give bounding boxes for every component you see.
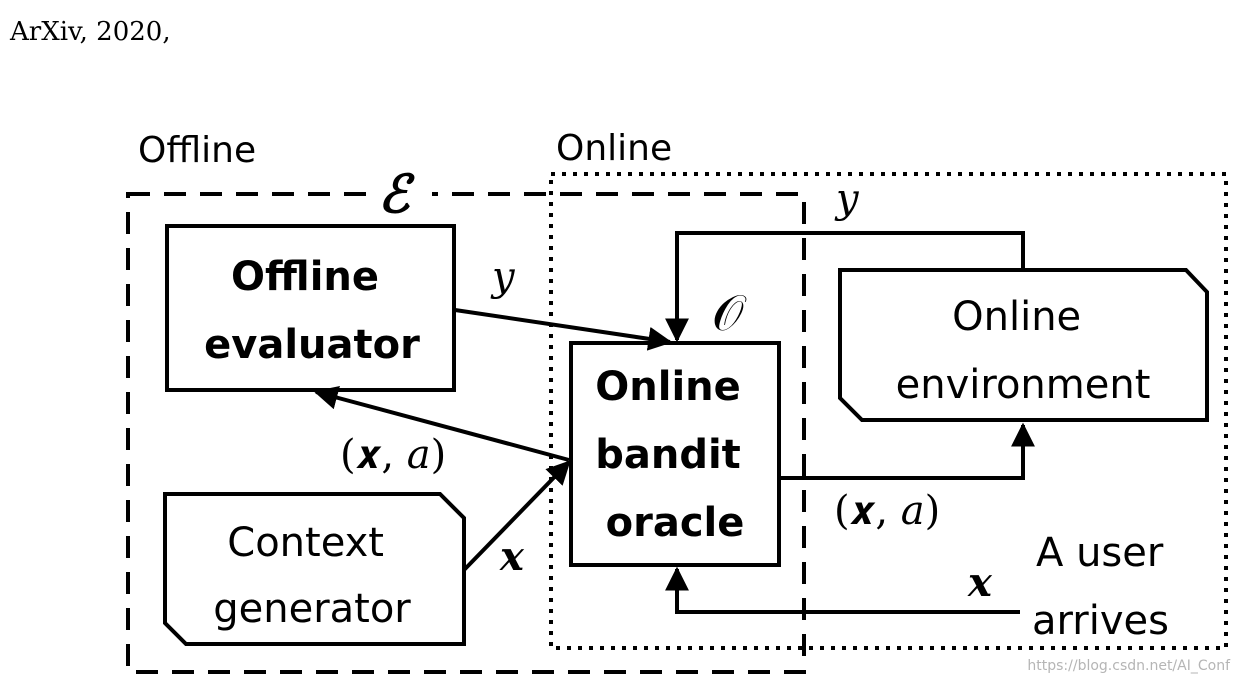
label-x-context: 𝒙 [499,533,525,580]
label-xa-left: (𝒙, 𝑎) [340,432,446,478]
arrow-context-to-oracle [462,460,571,572]
user-arrives-line2: arrives [1032,598,1169,644]
arrow-evaluator-to-oracle [454,308,673,351]
offline-symbol-backdrop [372,172,432,212]
oracle-symbol: 𝒪 [712,284,747,342]
bandit-oracle-line3: oracle [606,500,745,546]
context-generator-line2: generator [213,586,411,632]
bandit-oracle-line1: Online [595,364,741,410]
bandit-oracle-line2: bandit [595,432,741,478]
watermark-text: https://blog.csdn.net/AI_Conf [1027,658,1231,674]
online-region-label: Online [556,128,672,169]
offline-region-label: Offline [138,130,256,171]
context-generator-box: Context generator [163,492,466,646]
svg-text:Context generator: Context generator [213,520,411,632]
offline-region-boundary [126,192,806,674]
svg-text:Online bandit orac: Online bandit oracle [595,364,755,546]
svg-text:Offline evaluator: Offline evaluator [204,254,420,368]
user-arrives-line1: A user [1036,530,1164,576]
arrow-oracle-to-evaluator [313,386,570,462]
label-y-top: 𝑦 [834,176,860,222]
label-x-user: 𝒙 [967,559,993,606]
arrow-oracle-to-environment [780,422,1035,480]
arrow-user-to-oracle [665,566,1020,614]
label-xa-right: (𝒙, 𝑎) [834,488,940,534]
offline-evaluator-box: Offline evaluator [165,224,456,392]
context-generator-line1: Context [227,520,384,566]
online-environment-box: Online environment [838,268,1209,422]
arrow-environment-to-oracle [665,231,1025,343]
offline-evaluator-symbol: ℰ [378,164,415,225]
label-y-evaluator: 𝑦 [490,254,516,300]
offline-evaluator-line2: evaluator [204,322,420,368]
user-arrives-label: A user arrives [1032,530,1176,644]
svg-text:Online environment: Online environment [896,294,1151,408]
online-environment-line2: environment [896,362,1151,408]
citation-text: ArXiv, 2020, [9,17,171,47]
online-region-boundary [549,172,1228,650]
online-environment-line1: Online [952,294,1081,340]
bandit-oracle-box: Online bandit oracle [569,341,781,567]
offline-evaluator-line1: Offline [231,254,379,300]
